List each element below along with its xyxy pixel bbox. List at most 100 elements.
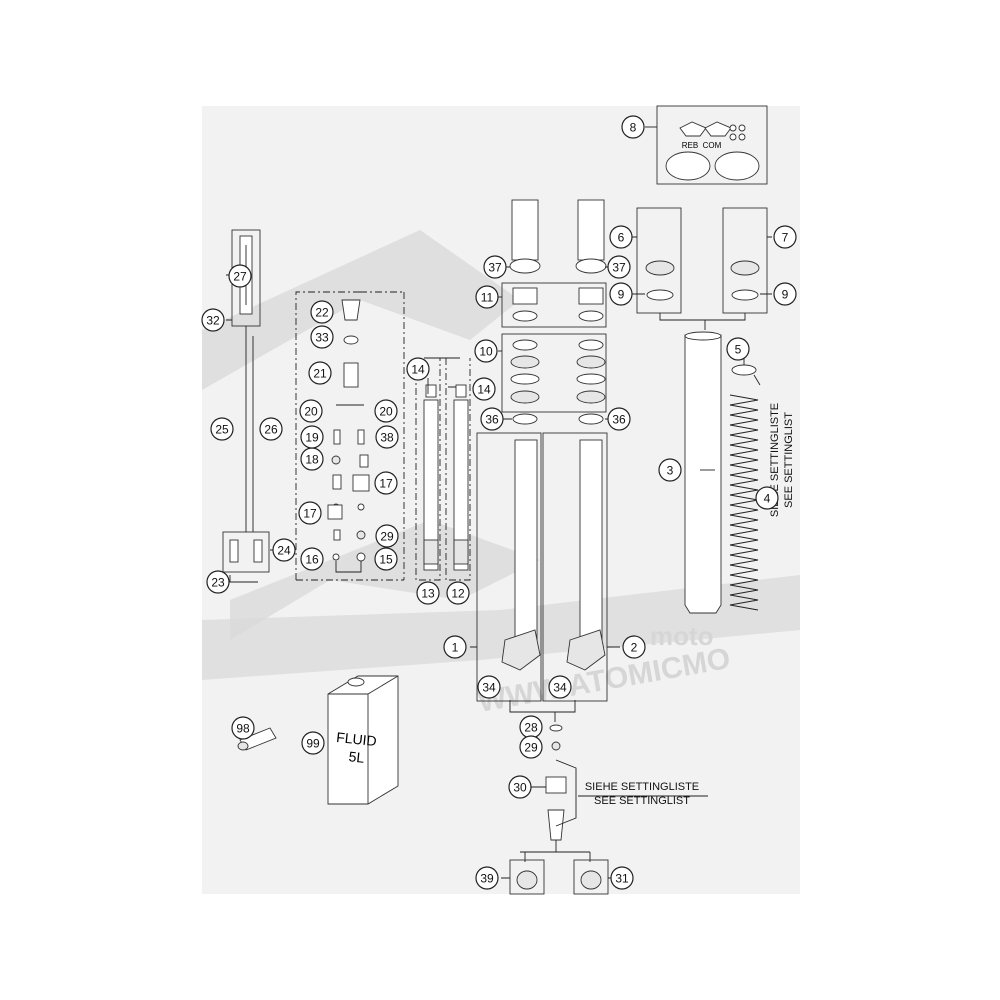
callout-number: 10 — [479, 345, 493, 359]
callout-12: 12 — [446, 581, 470, 605]
callout-number: 27 — [233, 270, 247, 284]
callout-circle — [201, 308, 225, 332]
callout-number: 14 — [477, 383, 491, 397]
callout-25: 25 — [210, 417, 234, 441]
callout-number: 9 — [782, 288, 789, 302]
callout-number: 25 — [215, 423, 229, 437]
callout-circle — [301, 731, 325, 755]
callout-number: 20 — [379, 405, 393, 419]
callout-number: 30 — [513, 781, 527, 795]
callout-circle — [548, 675, 572, 699]
callout-29: 29 — [375, 524, 399, 548]
callout-number: 19 — [305, 431, 319, 445]
callout-number: 34 — [553, 681, 567, 695]
callout-number: 7 — [782, 231, 789, 245]
callout-number: 37 — [612, 261, 626, 275]
watermark-brand: moto — [650, 621, 714, 651]
callout-2: 2 — [622, 635, 646, 659]
callout-11: 11 — [475, 285, 499, 309]
callout-7: 7 — [773, 225, 797, 249]
callout-16: 16 — [300, 547, 324, 571]
callout-number: 1 — [452, 641, 459, 655]
callout-17: 17 — [374, 471, 398, 495]
callout-18: 18 — [300, 447, 324, 471]
callout-circle — [755, 486, 779, 510]
callout-circle — [375, 524, 399, 548]
callout-number: 98 — [236, 722, 250, 736]
callout-circle — [300, 547, 324, 571]
callout-circle — [231, 716, 255, 740]
callout-number: 38 — [380, 431, 394, 445]
callout-circle — [228, 264, 252, 288]
callout-number: 26 — [264, 423, 278, 437]
callout-17: 17 — [298, 501, 322, 525]
spring-and-tube: SIEHE SETTINGLISTE SEE SETTINGLIST — [636, 207, 795, 614]
callout-circle — [210, 417, 234, 441]
callout-3: 3 — [658, 458, 682, 482]
callout-9: 9 — [609, 282, 633, 306]
callout-circle — [477, 675, 501, 699]
callout-34: 34 — [548, 675, 572, 699]
callout-circle — [300, 425, 324, 449]
callout-number: 22 — [315, 306, 329, 320]
callout-number: 17 — [379, 477, 393, 491]
callout-circle — [658, 458, 682, 482]
callout-circle — [609, 225, 633, 249]
callout-27: 27 — [228, 264, 252, 288]
callout-number: 36 — [612, 413, 626, 427]
callout-6: 6 — [609, 225, 633, 249]
callout-39: 39 — [475, 866, 499, 890]
kit-box-8: REB COM — [656, 105, 768, 185]
fluid-label-line2: 5L — [348, 748, 365, 766]
callout-number: 4 — [764, 492, 771, 506]
callout-number: 23 — [211, 576, 225, 590]
callout-circle — [298, 501, 322, 525]
callout-number: 3 — [667, 464, 674, 478]
callout-circle — [310, 325, 334, 349]
callout-36: 36 — [607, 407, 631, 431]
callout-circle — [375, 425, 399, 449]
callout-20: 20 — [374, 399, 398, 423]
fork-top-parts — [501, 199, 607, 425]
callout-circle — [259, 417, 283, 441]
callout-37: 37 — [607, 255, 631, 279]
callout-circle — [773, 282, 797, 306]
callout-circle — [474, 339, 498, 363]
callout-10: 10 — [474, 339, 498, 363]
callout-8: 8 — [621, 115, 645, 139]
callout-22: 22 — [310, 300, 334, 324]
callout-14: 14 — [472, 377, 496, 401]
callout-circle — [406, 357, 430, 381]
callout-number: 16 — [305, 553, 319, 567]
callout-circle — [773, 225, 797, 249]
callout-98: 98 — [231, 716, 255, 740]
callout-number: 14 — [411, 363, 425, 377]
callout-circle — [206, 570, 230, 594]
callout-99: 99 — [301, 731, 325, 755]
settings-de: SIEHE SETTINGLISTE — [585, 781, 699, 793]
callout-number: 20 — [304, 405, 318, 419]
callout-13: 13 — [416, 581, 440, 605]
callout-number: 12 — [451, 587, 465, 601]
fluids: FLUID 5L — [237, 675, 399, 805]
callout-circle — [416, 581, 440, 605]
fork-legs — [476, 432, 608, 702]
callout-number: 17 — [303, 507, 317, 521]
callout-9: 9 — [773, 282, 797, 306]
callout-34: 34 — [477, 675, 501, 699]
callout-28: 28 — [519, 715, 543, 739]
callout-circle — [374, 471, 398, 495]
callout-number: 31 — [615, 872, 629, 886]
callout-number: 11 — [481, 291, 494, 305]
callout-number: 13 — [421, 587, 435, 601]
callout-circle — [610, 866, 634, 890]
callout-29: 29 — [519, 735, 543, 759]
reb-label: REB — [682, 141, 698, 150]
callout-circle — [308, 361, 332, 385]
callout-26: 26 — [259, 417, 283, 441]
callout-number: 36 — [485, 413, 499, 427]
callout-circle — [607, 255, 631, 279]
